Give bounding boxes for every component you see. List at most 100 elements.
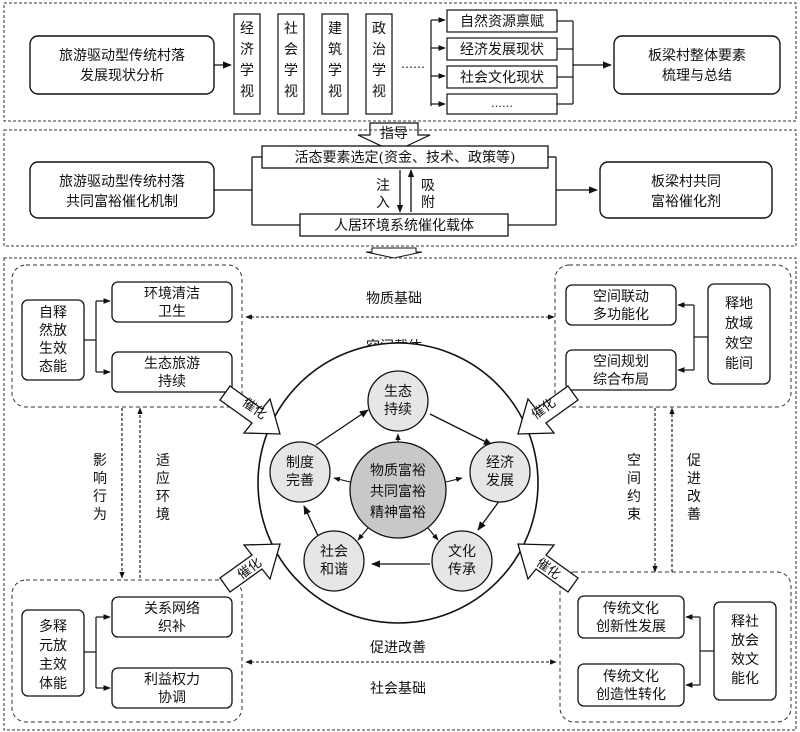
factor-sociocultural-status: 社会文化现状 xyxy=(446,65,558,89)
node-social-harmony: 社会 和谐 xyxy=(303,530,365,592)
status-analysis-box: 旅游驱动型传统村落 发展现状分析 xyxy=(29,35,215,95)
svg-text:多释: 多释 xyxy=(39,618,67,635)
mechanism-line2: 共同富裕催化机制 xyxy=(66,193,178,210)
svg-text:学: 学 xyxy=(328,63,342,79)
promote-improve-vertical-label: 促 进 改 善 xyxy=(687,453,701,523)
svg-text:影: 影 xyxy=(93,453,107,469)
item-culture-transformation: 传统文化 创造性转化 xyxy=(577,663,685,707)
svg-text:应: 应 xyxy=(156,470,170,487)
catalyze-arrow-bottom-left: 催化 xyxy=(219,543,281,593)
svg-text:治: 治 xyxy=(372,42,386,58)
inject-label-2: 入 xyxy=(376,195,390,211)
svg-text:视: 视 xyxy=(372,84,386,100)
factor-more: …… xyxy=(446,93,558,115)
svg-text:约: 约 xyxy=(627,489,641,505)
svg-text:态能: 态能 xyxy=(39,359,67,375)
svg-text:学: 学 xyxy=(372,63,386,79)
social-basis-label: 社会基础 xyxy=(370,680,426,697)
catalyze-arrow-bottom-right: 催化 xyxy=(517,543,579,593)
svg-text:自然资源禀赋: 自然资源禀赋 xyxy=(460,13,544,30)
item-space-planning: 空间规划 综合布局 xyxy=(565,349,677,391)
svg-text:视: 视 xyxy=(240,84,254,100)
section-connector-arrow xyxy=(365,247,423,259)
svg-text:生效: 生效 xyxy=(39,341,67,357)
svg-text:发展: 发展 xyxy=(486,473,514,489)
inject-label-1: 注 xyxy=(376,178,390,194)
svg-text:创造性转化: 创造性转化 xyxy=(596,687,666,703)
catalyze-arrow-top-left: 催化 xyxy=(219,385,281,435)
svg-text:能间: 能间 xyxy=(725,356,753,372)
guide-label: 指导 xyxy=(380,126,408,142)
summary-line2: 梳理与总结 xyxy=(662,68,732,84)
item-environment-hygiene: 环境清洁 卫生 xyxy=(111,281,233,323)
item-culture-innovation: 传统文化 创新性发展 xyxy=(577,595,685,639)
svg-text:和谐: 和谐 xyxy=(320,562,348,578)
section2-frame xyxy=(3,129,797,247)
svg-text:境: 境 xyxy=(156,507,170,523)
node-economic-development: 经济 发展 xyxy=(469,441,531,503)
item-relation-network: 关系网络 织补 xyxy=(111,596,233,638)
catalyst-line2: 富裕催化剂 xyxy=(651,193,721,210)
svg-text:生态旅游: 生态旅游 xyxy=(144,356,200,372)
svg-text:会: 会 xyxy=(284,42,298,58)
adapt-environment-label: 适 应 环 境 xyxy=(156,453,170,523)
node-ecological-sustainability: 生态 持续 xyxy=(367,370,429,432)
svg-text:……: …… xyxy=(491,97,513,110)
svg-text:束: 束 xyxy=(627,507,641,523)
svg-text:经: 经 xyxy=(240,21,254,37)
svg-text:织补: 织补 xyxy=(158,619,186,635)
svg-text:学: 学 xyxy=(284,63,298,79)
active-factors-box: 活态要素选定(资金、技术、政策等) xyxy=(261,145,549,169)
svg-text:制度: 制度 xyxy=(286,455,314,471)
section1-frame xyxy=(3,2,797,122)
svg-text:经济: 经济 xyxy=(486,455,514,471)
promote-improve-label: 促进改善 xyxy=(370,640,426,656)
svg-text:放会: 放会 xyxy=(731,633,759,649)
svg-text:环: 环 xyxy=(156,489,170,505)
svg-text:文化: 文化 xyxy=(448,544,476,560)
mechanism-line1: 旅游驱动型传统村落 xyxy=(59,174,185,190)
natural-ecology-side-box: 自释 然放 生效 态能 xyxy=(21,299,85,381)
multi-actors-side-box: 多释 元放 主效 体能 xyxy=(21,609,85,697)
svg-text:进: 进 xyxy=(687,471,701,487)
svg-text:完善: 完善 xyxy=(286,473,314,489)
item-space-linkage: 空间联动 多功能化 xyxy=(565,284,677,326)
group-multi-actors xyxy=(11,579,243,723)
common-prosperity-core: 物质富裕 共同富裕 精神富裕 xyxy=(349,441,447,539)
svg-text:生态: 生态 xyxy=(384,384,412,400)
svg-text:传统文化: 传统文化 xyxy=(603,669,659,685)
svg-text:建: 建 xyxy=(328,21,342,37)
svg-text:协调: 协调 xyxy=(158,690,186,706)
material-basis-label: 物质基础 xyxy=(366,290,422,307)
svg-text:空: 空 xyxy=(627,453,641,469)
perspective-architecture: 建 筑 学 视 xyxy=(321,13,349,115)
group-social-culture xyxy=(559,571,792,723)
svg-text:社会文化现状: 社会文化现状 xyxy=(460,70,544,86)
svg-text:社会: 社会 xyxy=(320,544,348,560)
absorb-label-1: 吸 xyxy=(421,178,435,194)
svg-text:卫生: 卫生 xyxy=(158,304,186,320)
svg-text:多功能化: 多功能化 xyxy=(593,306,649,323)
item-eco-tourism: 生态旅游 持续 xyxy=(111,351,233,393)
svg-text:适: 适 xyxy=(156,453,170,469)
catalyze-arrow-top-right: 催化 xyxy=(517,385,579,435)
perspective-politics: 政 治 学 视 xyxy=(365,13,393,115)
svg-text:利益权力: 利益权力 xyxy=(144,672,200,688)
social-culture-side-box: 释社 放会 效文 能化 xyxy=(713,601,777,701)
svg-text:环境清洁: 环境清洁 xyxy=(144,286,200,302)
catalyst-line1: 板梁村共同 xyxy=(651,174,721,190)
svg-text:传承: 传承 xyxy=(448,562,476,578)
svg-text:然放: 然放 xyxy=(39,322,67,339)
influence-behavior-label: 影 响 行 为 xyxy=(93,453,107,523)
svg-text:学: 学 xyxy=(240,63,254,79)
svg-text:持续: 持续 xyxy=(158,373,186,390)
factor-economic-status: 经济发展现状 xyxy=(446,37,558,61)
svg-text:筑: 筑 xyxy=(328,42,342,58)
svg-text:释社: 释社 xyxy=(731,614,759,630)
regional-space-side-box: 释地 放域 效空 能间 xyxy=(707,283,771,385)
summary-box: 板梁村整体要素 梳理与总结 xyxy=(613,35,781,95)
svg-text:促: 促 xyxy=(687,453,701,469)
svg-text:主效: 主效 xyxy=(39,657,67,673)
svg-text:活态要素选定(资金、技术、政策等): 活态要素选定(资金、技术、政策等) xyxy=(295,149,516,166)
